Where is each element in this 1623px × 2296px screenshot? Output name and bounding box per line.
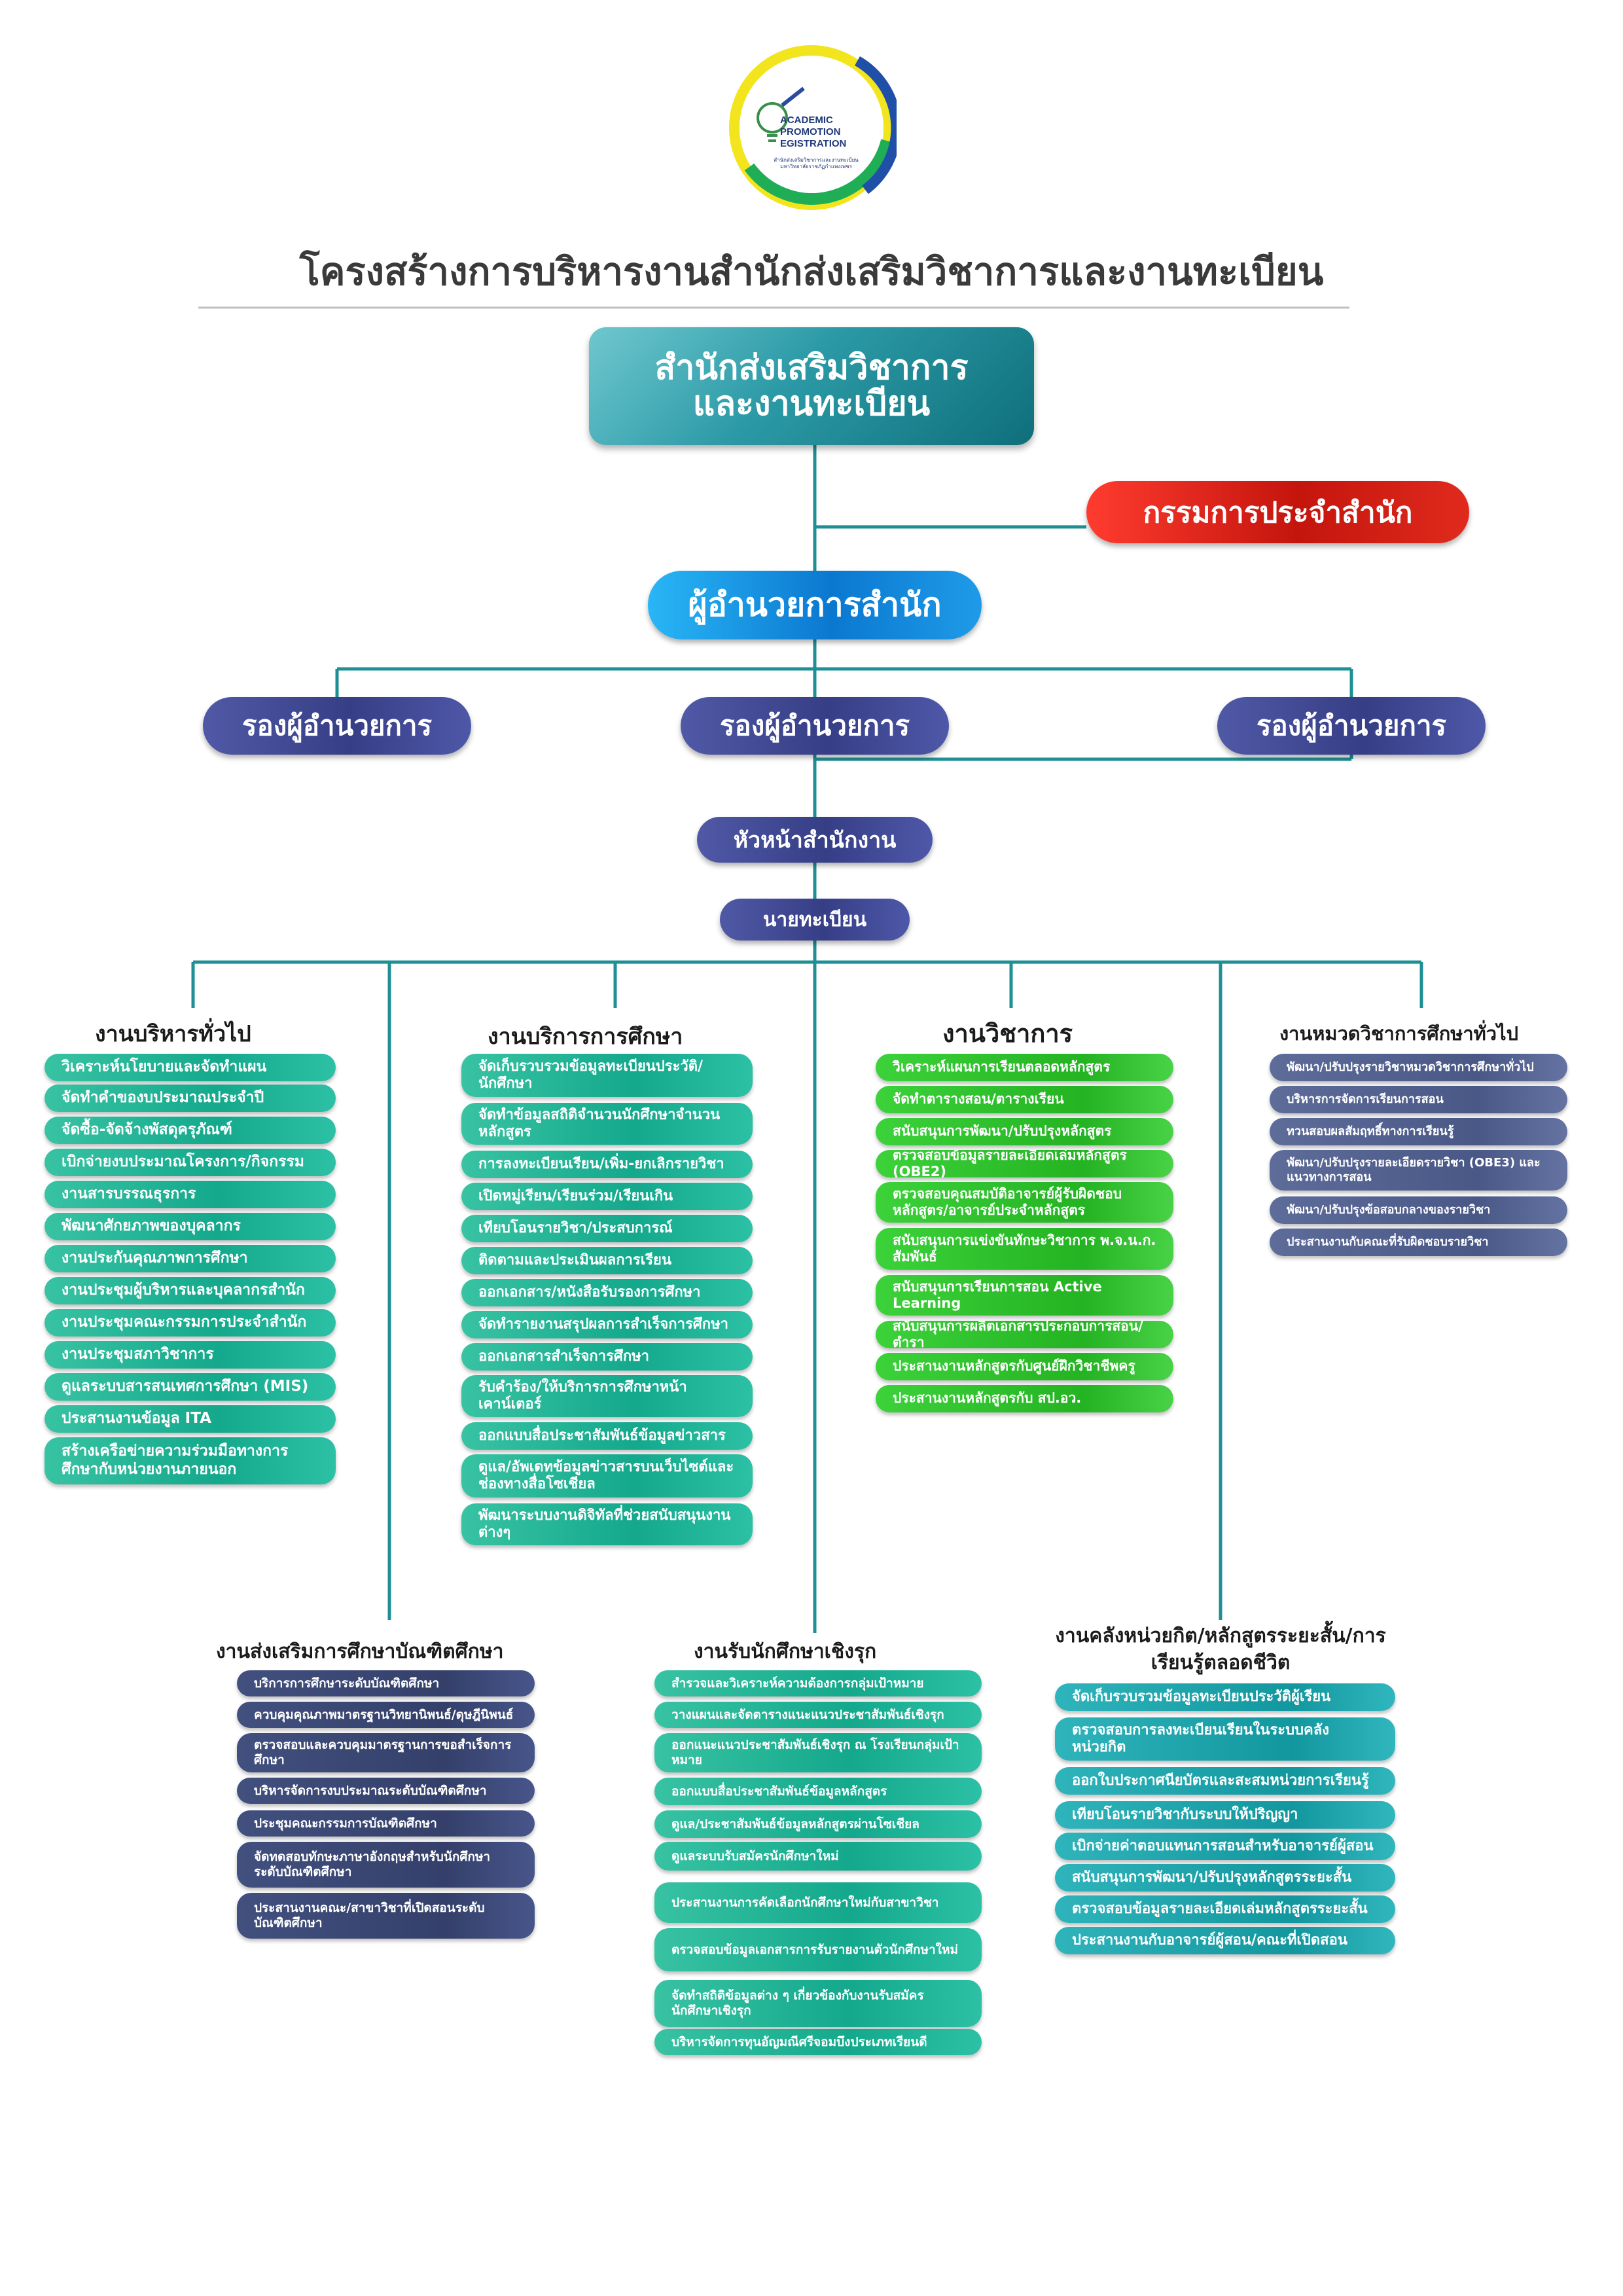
recruit-item-8: ตรวจสอบข้อมูลเอกสารการรับรายงานตัวนักศึก… xyxy=(654,1928,982,1971)
division-title-academic: งานวิชาการ xyxy=(942,1019,1073,1048)
general-admin-item-9: งานประชุมคณะกรรมการประจำสำนัก xyxy=(45,1309,336,1336)
office-box-line1: สำนักส่งเสริมวิชาการ xyxy=(654,348,969,388)
logo-text-2: PROMOTION xyxy=(780,126,841,137)
credit-bank-item-4: เทียบโอนรายวิชากับระบบให้ปริญญา xyxy=(1055,1801,1395,1829)
edu-service-item-3: การลงทะเบียนเรียน/เพิ่ม-ยกเลิกรายวิชา xyxy=(461,1151,753,1178)
edu-service-item-1: จัดเก็บรวบรวมข้อมูลทะเบียนประวัติ/นักศึก… xyxy=(461,1054,753,1097)
credit-bank-item-3: ออกใบประกาศนียบัตรและสะสมหน่วยการเรียนรู… xyxy=(1055,1767,1395,1795)
recruit-item-1: สำรวจและวิเคราะห์ความต้องการกลุ่มเป้าหมา… xyxy=(654,1670,982,1696)
academic-item-10: ประสานงานหลักสูตรกับ สป.อว. xyxy=(876,1385,1173,1412)
credit-bank-item-1: จัดเก็บรวบรวมข้อมูลทะเบียนประวัติผู้เรีย… xyxy=(1055,1683,1395,1711)
division-title-edu-service: งานบริการการศึกษา xyxy=(488,1024,683,1050)
general-admin-item-8: งานประชุมผู้บริหารและบุคลากรสำนัก xyxy=(45,1277,336,1304)
office-box-line2: และงานทะเบียน xyxy=(692,384,931,423)
edu-service-item-12: ดูแล/อัพเดทข้อมูลข่าวสารบนเว็บไซต์และช่อ… xyxy=(461,1454,753,1498)
general-admin-item-3: จัดซื้อ-จัดจ้างพัสดุครุภัณฑ์ xyxy=(45,1117,336,1144)
edu-service-item-5: เทียบโอนรายวิชา/ประสบการณ์ xyxy=(461,1215,753,1242)
general-admin-item-6: พัฒนาศักยภาพของบุคลากร xyxy=(45,1213,336,1240)
edu-service-item-8: จัดทำรายงานสรุปผลการสำเร็จการศึกษา xyxy=(461,1311,753,1338)
logo: ACADEMIC PROMOTION EGISTRATION สำนักส่งเ… xyxy=(726,43,902,213)
recruit-item-4: ออกแบบสื่อประชาสัมพันธ์ข้อมูลหลักสูตร xyxy=(654,1778,982,1805)
recruit-item-10: บริหารจัดการทุนอัญมณีศรีจอมบึงประเภทเรีย… xyxy=(654,2029,982,2055)
logo-emblem xyxy=(729,45,902,210)
graduate-item-5: ประชุมคณะกรรมการบัณฑิตศึกษา xyxy=(237,1810,535,1837)
general-admin-item-13: สร้างเครือข่ายความร่วมมือทางการศึกษากับห… xyxy=(45,1437,336,1484)
general-admin-item-7: งานประกันคุณภาพการศึกษา xyxy=(45,1245,336,1272)
gen-ed-item-1: พัฒนา/ปรับปรุงรายวิชาหมวดวิชาการศึกษาทั่… xyxy=(1270,1054,1567,1081)
division-title-gen-ed: งานหมวดวิชาการศึกษาทั่วไป xyxy=(1279,1022,1519,1045)
edu-service-item-7: ออกเอกสาร/หนังสือรับรองการศึกษา xyxy=(461,1279,753,1306)
graduate-item-6: จัดทดสอบทักษะภาษาอังกฤษสำหรับนักศึกษาระด… xyxy=(237,1842,535,1888)
logo-sub-1: สำนักส่งเสริมวิชาการและงานทะเบียน xyxy=(774,157,859,163)
division-title-recruit: งานรับนักศึกษาเชิงรุก xyxy=(694,1640,877,1663)
division-title-graduate: งานส่งเสริมการศึกษาบัณฑิตศึกษา xyxy=(216,1640,504,1663)
academic-item-9: ประสานงานหลักสูตรกับศูนย์ฝึกวิชาชีพครู xyxy=(876,1353,1173,1380)
deputy-director-right: รองผู้อำนวยการ xyxy=(1217,697,1486,755)
gen-ed-item-2: บริหารการจัดการเรียนการสอน xyxy=(1270,1086,1567,1113)
logo-text-1: ACADEMIC xyxy=(780,115,833,126)
general-admin-item-10: งานประชุมสภาวิชาการ xyxy=(45,1341,336,1369)
division-title-general-admin: งานบริหารทั่วไป xyxy=(95,1021,251,1047)
credit-bank-item-2: ตรวจสอบการลงทะเบียนเรียนในระบบคลังหน่วยก… xyxy=(1055,1717,1395,1761)
gen-ed-item-4: พัฒนา/ปรับปรุงรายละเอียดรายวิชา (OBE3) แ… xyxy=(1270,1150,1567,1191)
graduate-item-2: ควบคุมคุณภาพมาตรฐานวิทยานิพนธ์/ดุษฎีนิพน… xyxy=(237,1702,535,1728)
recruit-item-2: วางแผนและจัดตารางแนะแนวประชาสัมพันธ์เชิง… xyxy=(654,1702,982,1728)
credit-bank-item-6: สนับสนุนการพัฒนา/ปรับปรุงหลักสูตรระยะสั้… xyxy=(1055,1864,1395,1892)
edu-service-item-2: จัดทำข้อมูลสถิติจำนวนนักศึกษาจำนวนหลักสู… xyxy=(461,1103,753,1145)
gen-ed-item-3: ทวนสอบผลสัมฤทธิ์ทางการเรียนรู้ xyxy=(1270,1118,1567,1145)
graduate-item-1: บริการการศึกษาระดับบัณฑิตศึกษา xyxy=(237,1670,535,1696)
general-admin-item-4: เบิกจ่ายงบประมาณโครงการ/กิจกรรม xyxy=(45,1149,336,1176)
head-office-box: หัวหน้าสำนักงาน xyxy=(697,817,933,863)
gen-ed-item-5: พัฒนา/ปรับปรุงข้อสอบกลางของรายวิชา xyxy=(1270,1196,1567,1224)
recruit-item-6: ดูแลระบบรับสมัครนักศึกษาใหม่ xyxy=(654,1842,982,1871)
recruit-item-3: ออกแนะแนวประชาสัมพันธ์เชิงรุก ณ โรงเรียน… xyxy=(654,1733,982,1772)
gen-ed-item-6: ประสานงานกับคณะที่รับผิดชอบรายวิชา xyxy=(1270,1229,1567,1256)
academic-item-1: วิเคราะห์แผนการเรียนตลอดหลักสูตร xyxy=(876,1054,1173,1081)
director-box: ผู้อำนวยการสำนัก xyxy=(648,571,982,639)
academic-item-7: สนับสนุนการเรียนการสอน Active Learning xyxy=(876,1275,1173,1316)
logo-sub-2: มหาวิทยาลัยราชภัฏกำแพงเพชร xyxy=(780,164,852,170)
academic-item-8: สนับสนุนการผลิตเอกสารประกอบการสอน/ตำรา xyxy=(876,1321,1173,1348)
graduate-item-4: บริหารจัดการงบประมาณระดับบัณฑิตศึกษา xyxy=(237,1778,535,1804)
academic-item-4: ตรวจสอบข้อมูลรายละเอียดเล่มหลักสูตร (OBE… xyxy=(876,1150,1173,1177)
edu-service-item-9: ออกเอกสารสำเร็จการศึกษา xyxy=(461,1343,753,1371)
deputy-director-left: รองผู้อำนวยการ xyxy=(203,697,471,755)
recruit-item-9: จัดทำสถิติข้อมูลต่าง ๆ เกี่ยวข้องกับงานร… xyxy=(654,1980,982,2027)
general-admin-item-12: ประสานงานข้อมูล ITA xyxy=(45,1405,336,1433)
academic-item-5: ตรวจสอบคุณสมบัติอาจารย์ผู้รับผิดชอบหลักส… xyxy=(876,1182,1173,1223)
academic-item-6: สนับสนุนการแข่งขันทักษะวิชาการ พ.จ.น.ก. … xyxy=(876,1228,1173,1270)
edu-service-item-4: เปิดหมู่เรียน/เรียนร่วม/เรียนเกิน xyxy=(461,1183,753,1210)
edu-service-item-10: รับคำร้อง/ให้บริการการศึกษาหน้าเคาน์เตอร… xyxy=(461,1375,753,1417)
recruit-item-5: ดูแล/ประชาสัมพันธ์ข้อมูลหลักสูตรผ่านโซเช… xyxy=(654,1810,982,1838)
office-box: สำนักส่งเสริมวิชาการ และงานทะเบียน xyxy=(589,327,1034,445)
credit-bank-item-8: ประสานงานกับอาจารย์ผู้สอน/คณะที่เปิดสอน xyxy=(1055,1927,1395,1954)
edu-service-item-13: พัฒนาระบบงานดิจิทัลที่ช่วยสนับสนุนงานต่า… xyxy=(461,1503,753,1545)
general-admin-item-5: งานสารบรรณธุรการ xyxy=(45,1181,336,1208)
general-admin-item-2: จัดทำคำของบประมาณประจำปี xyxy=(45,1085,336,1112)
page-title: โครงสร้างการบริหารงานสำนักส่งเสริมวิชากา… xyxy=(299,249,1324,294)
credit-bank-item-5: เบิกจ่ายค่าตอบแทนการสอนสำหรับอาจารย์ผู้ส… xyxy=(1055,1833,1395,1860)
committee-box: กรรมการประจำสำนัก xyxy=(1086,481,1469,543)
academic-item-3: สนับสนุนการพัฒนา/ปรับปรุงหลักสูตร xyxy=(876,1118,1173,1145)
logo-text-3: EGISTRATION xyxy=(780,138,847,149)
deputy-director-center: รองผู้อำนวยการ xyxy=(681,697,949,755)
registrar-box: นายทะเบียน xyxy=(720,899,910,941)
division-title-credit-bank: งานคลังหน่วยกิต/หลักสูตรระยะสั้น/การเรีย… xyxy=(1055,1624,1386,1674)
graduate-item-7: ประสานงานคณะ/สาขาวิชาที่เปิดสอนระดับบัณฑ… xyxy=(237,1893,535,1939)
academic-item-2: จัดทำตารางสอน/ตารางเรียน xyxy=(876,1086,1173,1113)
credit-bank-item-7: ตรวจสอบข้อมูลรายละเอียดเล่มหลักสูตรระยะส… xyxy=(1055,1895,1395,1923)
general-admin-item-11: ดูแลระบบสารสนเทศการศึกษา (MIS) xyxy=(45,1373,336,1401)
general-admin-item-1: วิเคราะห์นโยบายและจัดทำแผน xyxy=(45,1054,336,1081)
recruit-item-7: ประสานงานการคัดเลือกนักศึกษาใหม่กับสาขาว… xyxy=(654,1882,982,1923)
edu-service-item-6: ติดตามและประเมินผลการเรียน xyxy=(461,1247,753,1274)
edu-service-item-11: ออกแบบสื่อประชาสัมพันธ์ข้อมูลข่าวสาร xyxy=(461,1422,753,1450)
graduate-item-3: ตรวจสอบและควบคุมมาตรฐานการขอสำเร็จการศึก… xyxy=(237,1733,535,1772)
